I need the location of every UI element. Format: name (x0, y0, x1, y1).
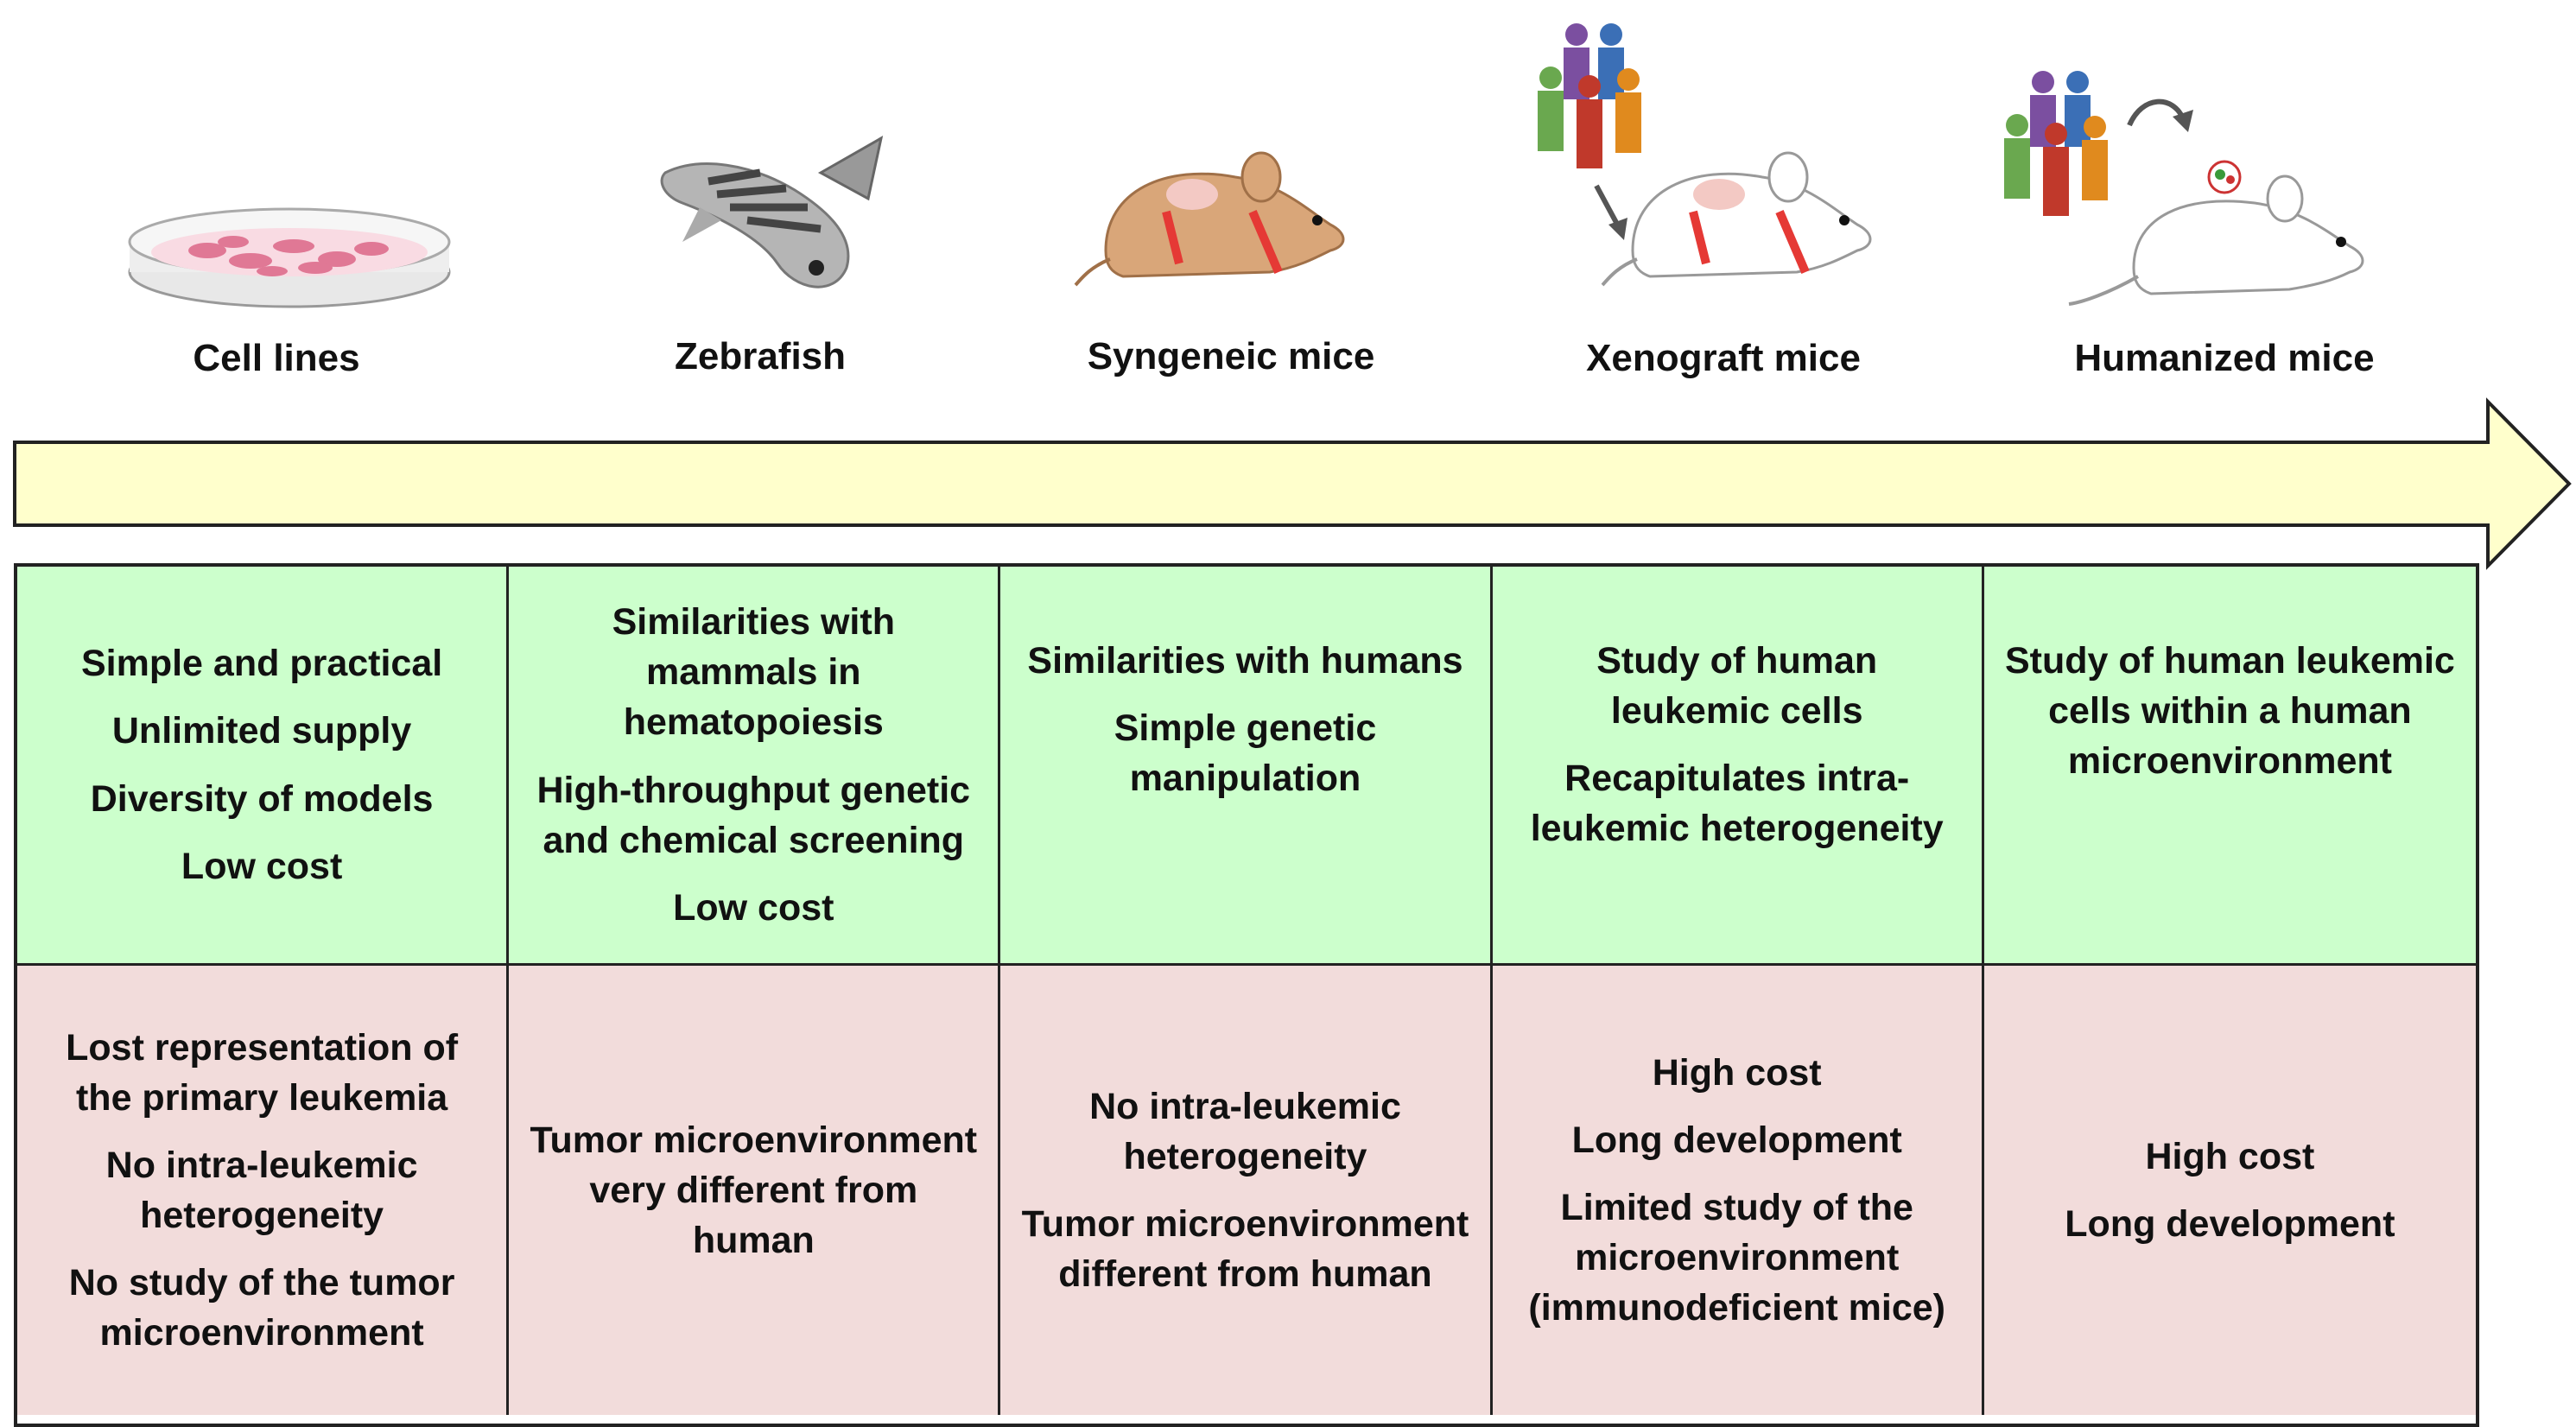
disadvantage-item: No intra-leukemic heterogeneity (105, 1144, 418, 1236)
transplant-arrow-icon (2127, 98, 2193, 132)
disadvantage-item: High cost (2145, 1135, 2315, 1177)
disadvantage-item: High cost (1652, 1051, 1822, 1094)
disadvantage-item: No study of the tumor microenvironment (68, 1262, 455, 1354)
model-label: Cell lines (193, 337, 360, 379)
disadvantages-cell: Lost representation of the primary leuke… (17, 966, 510, 1415)
disadvantage-item: Tumor microenvironment very different fr… (530, 1119, 978, 1262)
disadvantage-item: Lost representation of the primary leuke… (66, 1026, 459, 1119)
disadvantage-item: Limited study of the microenvironment (i… (1528, 1186, 1945, 1329)
progression-arrow (13, 397, 2572, 570)
disadvantage-item: No intra-leukemic heterogeneity (1089, 1085, 1401, 1177)
advantage-item: Similarities with mammals in hematopoies… (612, 601, 895, 744)
model-label: Syngeneic mice (1087, 335, 1375, 377)
disadvantages-cell: High cost Long development (1983, 966, 2476, 1415)
human-donors-icon (1538, 23, 1641, 168)
disadvantages-cell: High cost Long development Limited study… (1492, 966, 1984, 1415)
advantages-cell: Similarities with humans Simple genetic … (1000, 567, 1493, 966)
disadvantages-cell: No intra-leukemic heterogeneity Tumor mi… (1000, 966, 1493, 1415)
model-label: Zebrafish (674, 335, 847, 377)
mouse-icon (1074, 151, 1345, 287)
human-donors-icon (2004, 71, 2108, 216)
advantage-item: Simple and practical (80, 643, 443, 685)
advantage-item: Low cost (673, 886, 834, 929)
advantage-item: Unlimited supply (111, 710, 412, 752)
advantage-item: Recapitulates intra-leukemic heterogenei… (1530, 758, 1944, 850)
disadvantage-item: Tumor microenvironment different from hu… (1021, 1203, 1469, 1296)
model-label: Xenograft mice (1586, 337, 1861, 379)
advantage-item: High-throughput genetic and chemical scr… (536, 769, 971, 861)
disadvantages-cell: Tumor microenvironment very different fr… (509, 966, 1001, 1415)
advantage-item: Similarities with humans (1027, 640, 1463, 682)
mouse-icon (2068, 160, 2364, 306)
disadvantage-item: Long development (1571, 1119, 1902, 1161)
advantages-cell: Study of human leukemic cells within a h… (1983, 567, 2476, 966)
model-label: Humanized mice (2074, 337, 2375, 379)
advantage-item: Study of human leukemic cells within a h… (2004, 640, 2455, 783)
comparison-table: Simple and practical Unlimited supply Di… (14, 563, 2479, 1427)
advantage-item: Study of human leukemic cells (1596, 640, 1878, 733)
advantages-cell: Similarities with mammals in hematopoies… (509, 567, 1001, 966)
zebrafish-icon (660, 136, 884, 289)
advantage-item: Simple genetic manipulation (1114, 707, 1377, 800)
disadvantage-item: Long development (2065, 1203, 2395, 1245)
advantages-cell: Study of human leukemic cells Recapitula… (1492, 567, 1984, 966)
mouse-icon (1601, 151, 1872, 287)
transplant-arrow-icon (1594, 184, 1627, 240)
advantage-item: Low cost (181, 845, 343, 887)
advantage-item: Diversity of models (90, 777, 434, 820)
advantages-cell: Simple and practical Unlimited supply Di… (17, 567, 510, 966)
petri-dish-icon (128, 207, 451, 308)
